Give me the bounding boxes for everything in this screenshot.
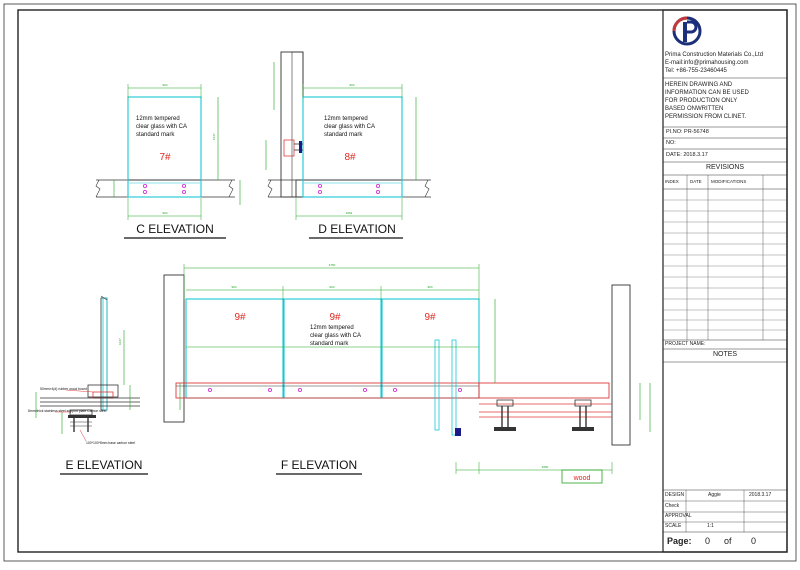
view-title: D ELEVATION: [318, 222, 396, 236]
svg-text:1047: 1047: [212, 133, 216, 140]
title-block: [662, 9, 788, 553]
scale-value: 1:1: [707, 523, 714, 529]
view-title: E ELEVATION: [66, 458, 143, 472]
revisions-header-index: INDEX: [665, 179, 679, 184]
revisions-title: REVISIONS: [705, 164, 745, 171]
no-label: NO:: [666, 140, 676, 146]
glass-note-line: standard mark: [136, 132, 175, 138]
panel-number: 7#: [159, 152, 171, 163]
notes-title: NOTES: [712, 351, 738, 358]
glass-panel: [302, 96, 403, 198]
view-title: C ELEVATION: [136, 222, 214, 236]
notice-line: HEREIN DRAWING AND: [665, 82, 733, 88]
svg-text:904: 904: [231, 285, 236, 289]
wood-label: wood: [573, 475, 591, 482]
date-label: DATE: 2018.3.17: [666, 152, 708, 158]
page-current: 0: [705, 536, 711, 546]
revisions-header-modifications: MODIFICATIONS: [711, 179, 747, 184]
callout-text: 50mm×4(d) rubber wood board: [40, 387, 87, 391]
glass-note-line: standard mark: [310, 341, 349, 347]
scale-label: SCALE: [665, 523, 682, 529]
revisions-header-date: DATE: [690, 179, 702, 184]
company-name: Prima Construction Materials Co.,Ltd: [665, 52, 764, 58]
glass-note-line: standard mark: [324, 132, 363, 138]
page-total: 0: [751, 536, 757, 546]
f-elevation: 3760 904 904 904 3650 12mm tempered clea…: [163, 263, 651, 484]
glass-note-line: clear glass with CA: [310, 333, 361, 339]
svg-text:1054: 1054: [346, 211, 353, 215]
design-date: 2018.3.17: [749, 492, 772, 498]
glass-panel: [127, 96, 202, 198]
designer-name: Aggie: [708, 492, 721, 498]
notice-line: FOR PRODUCTION ONLY: [665, 98, 738, 104]
company-logo: [672, 16, 702, 46]
c-elevation: 904 904 1047 12mm tempered clear glass w…: [95, 83, 241, 239]
svg-text:904: 904: [162, 211, 167, 215]
panel-number: 9#: [234, 312, 246, 323]
page-label: Page:: [667, 536, 692, 546]
wood-label-box: [561, 469, 603, 484]
notice-line: BASED ONWRITTEN: [665, 106, 724, 112]
check-label: Check: [665, 503, 680, 509]
page-of: of: [724, 536, 732, 546]
svg-text:904: 904: [329, 285, 334, 289]
svg-text:904: 904: [427, 285, 432, 289]
e-elevation: 1047 50mm×4(d) rubber wood board 8mm thi…: [28, 295, 148, 475]
callout-text: 8mm thick stainless steel support plate …: [28, 409, 107, 413]
glass-note-line: 12mm tempered: [310, 325, 354, 331]
callout-text: 100*100*8mm base carbon steel: [86, 441, 135, 445]
svg-text:3650: 3650: [542, 465, 549, 469]
svg-text:904: 904: [162, 83, 167, 87]
svg-text:904: 904: [349, 83, 354, 87]
project-name-label: PROJECT NAME:: [665, 341, 706, 347]
notice-line: INFORMATION CAN BE USED: [665, 90, 749, 96]
panel-number: 8#: [344, 152, 356, 163]
svg-text:1047: 1047: [118, 338, 122, 345]
glass-note-line: clear glass with CA: [136, 124, 187, 130]
glass-note-line: 12mm tempered: [136, 116, 180, 122]
notice-line: PERMISSION FROM CLINET.: [665, 114, 747, 120]
pi-number: PI.NO: PR-56748: [666, 129, 709, 135]
glass-note-line: 12mm tempered: [324, 116, 368, 122]
glass-note-line: clear glass with CA: [324, 124, 375, 130]
svg-text:3760: 3760: [329, 263, 336, 267]
view-title: F ELEVATION: [281, 458, 357, 472]
panel-number: 9#: [424, 312, 436, 323]
approval-label: APPROVAL: [665, 513, 692, 519]
outer-border: [3, 3, 797, 562]
company-email: E-mail:info@primahousing.com: [665, 60, 749, 66]
d-elevation: 904 1054 12mm tempered clear glass with …: [265, 51, 431, 239]
design-label: DESIGN: [665, 492, 685, 498]
company-tel: Tel: +86-755-23460445: [665, 68, 727, 74]
panel-number: 9#: [329, 312, 341, 323]
